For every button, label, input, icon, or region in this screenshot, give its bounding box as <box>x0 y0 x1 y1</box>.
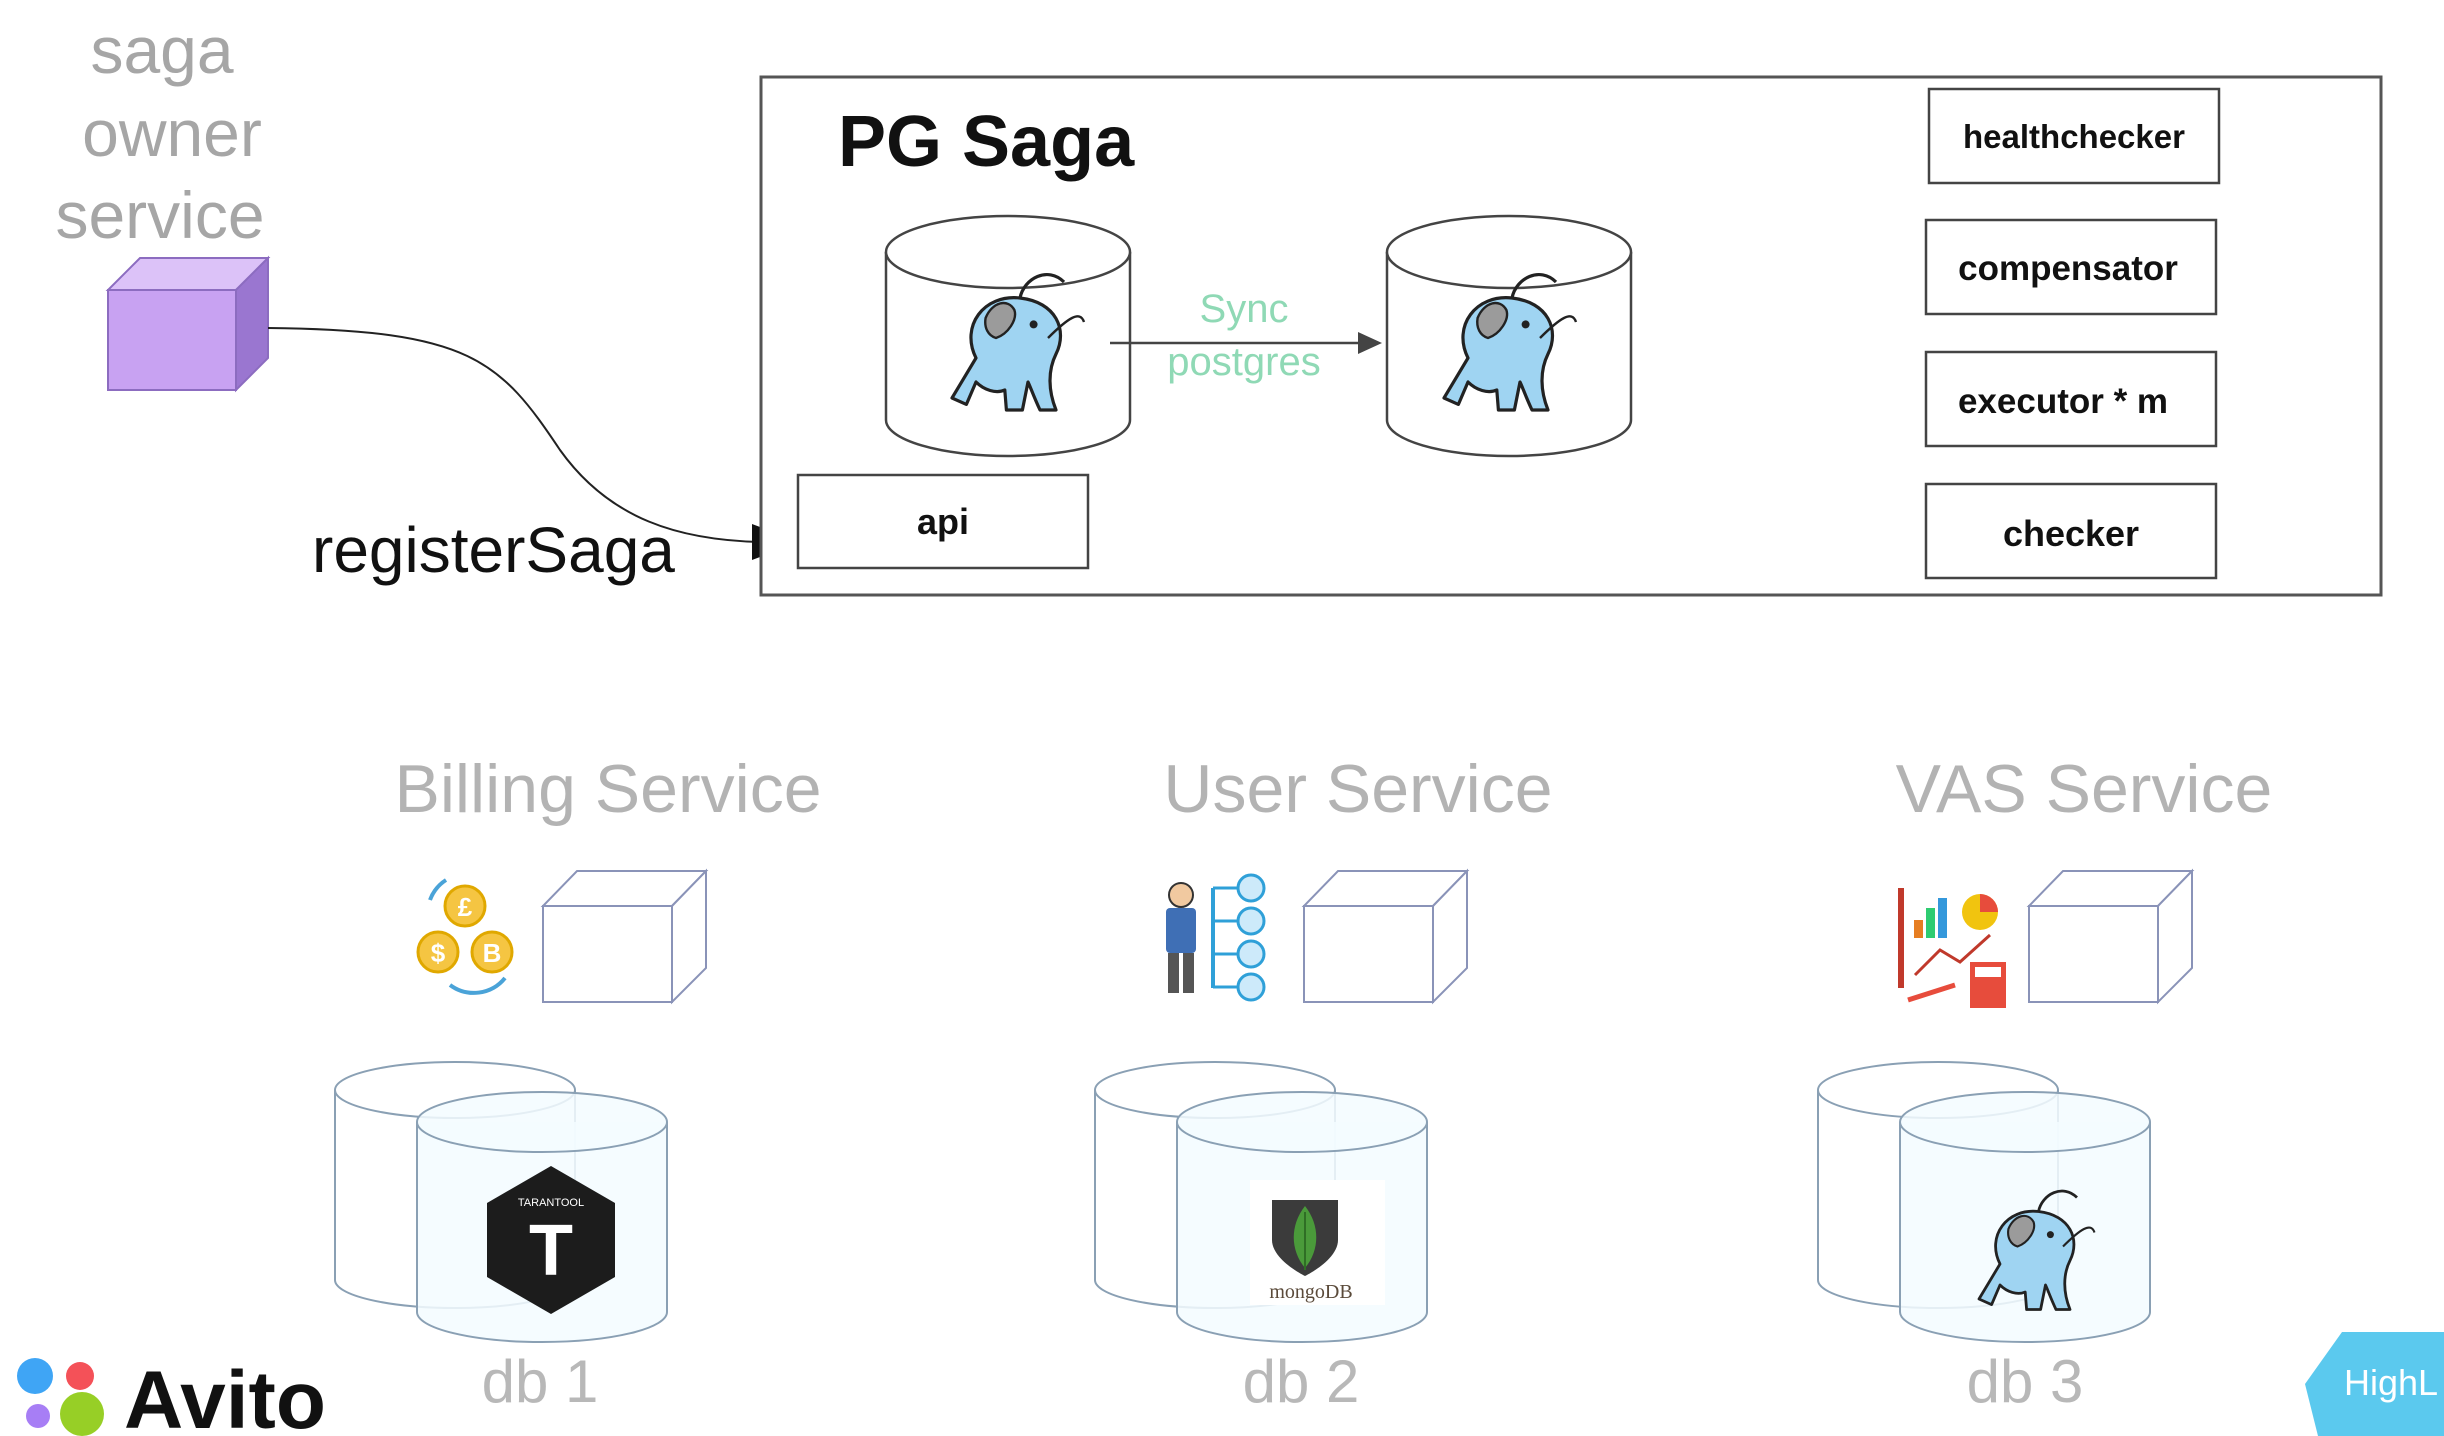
avito-logo: Avito <box>17 1355 326 1436</box>
api-label: api <box>917 501 969 542</box>
analytics-icon <box>1898 888 2006 1008</box>
tarantool-logo-text: TARANTOOL <box>518 1197 584 1209</box>
pg-saga-title: PG Saga <box>838 102 1135 182</box>
replica-postgres-db <box>1385 214 1633 458</box>
sync-arrowhead <box>1358 332 1382 354</box>
highload-logo-text: HighL <box>2344 1362 2438 1403</box>
executor-label: executor * m <box>1958 382 2168 421</box>
mongodb-logo-text: mongoDB <box>1269 1281 1352 1303</box>
db2-label: db 2 <box>1243 1348 1360 1415</box>
user-service-title: User Service <box>1163 751 1552 827</box>
highload-logo: HighL <box>2305 1332 2444 1436</box>
checker-box <box>1924 482 2218 580</box>
vas-service-cube <box>2026 868 2195 1005</box>
primary-postgres-db <box>884 214 1132 458</box>
user-profile-icon <box>1166 873 1266 1002</box>
dollar-coin-symbol: $ <box>431 938 446 968</box>
compensator-box <box>1924 218 2218 316</box>
vas-service-title: VAS Service <box>1896 751 2273 827</box>
checker-label: checker <box>2003 513 2139 554</box>
db3-label: db 3 <box>1967 1348 2084 1415</box>
vas-db-cylinders <box>1817 1061 2151 1343</box>
owner-label-line1: saga <box>90 13 233 87</box>
mongodb-logo: mongoDB <box>1250 1180 1385 1305</box>
sync-label-line2: postgres <box>1167 340 1320 384</box>
user-service-cube <box>1301 868 1470 1005</box>
executor-box <box>1924 350 2218 448</box>
tarantool-logo: TARANTOOL T <box>487 1166 615 1314</box>
billing-service-cube <box>540 868 709 1005</box>
pound-coin-symbol: £ <box>458 892 473 922</box>
sync-label-line1: Sync <box>1200 287 1289 331</box>
register-saga-label: registerSaga <box>312 514 675 586</box>
billing-coins-icon: £ $ B <box>416 878 514 995</box>
healthchecker-box <box>1927 87 2221 185</box>
owner-label-line3: service <box>55 178 264 252</box>
api-box <box>796 473 1090 570</box>
bitcoin-coin-symbol: B <box>483 938 502 968</box>
tarantool-logo-letter: T <box>529 1211 573 1291</box>
compensator-label: compensator <box>1958 249 2178 288</box>
avito-logo-text: Avito <box>124 1355 326 1436</box>
db1-label: db 1 <box>482 1348 599 1415</box>
register-saga-arrow <box>267 327 761 543</box>
owner-service-cube <box>105 255 271 393</box>
billing-service-title: Billing Service <box>394 751 821 827</box>
owner-label-line2: owner <box>82 96 262 170</box>
healthchecker-label: healthchecker <box>1963 118 2185 155</box>
